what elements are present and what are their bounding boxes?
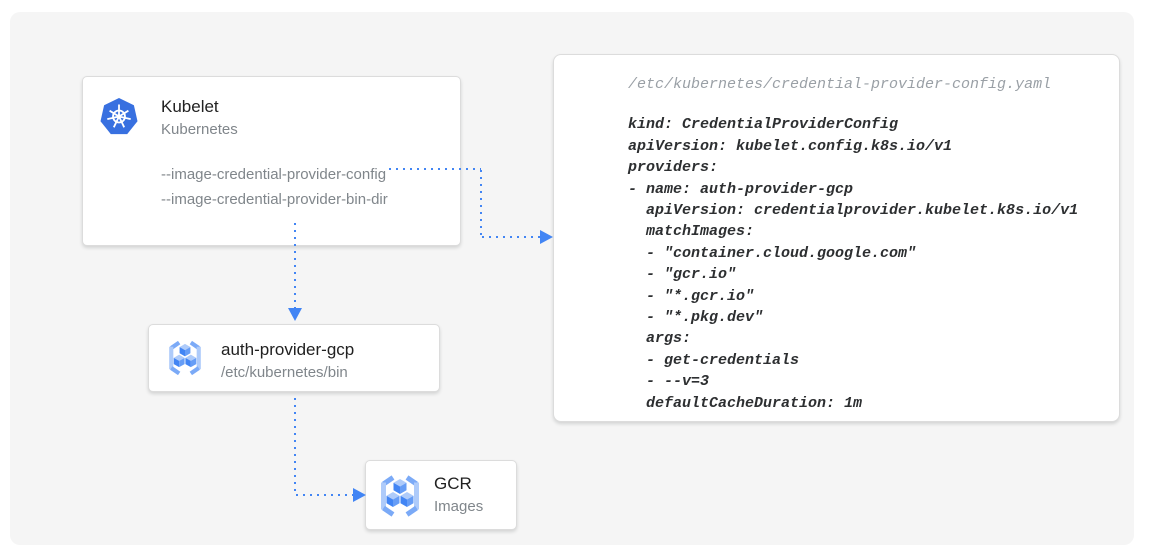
flag-credential-provider-bin-dir: --image-credential-provider-bin-dir	[161, 191, 388, 208]
kubernetes-icon	[99, 97, 139, 137]
connector-auth-to-gcr-seg1	[294, 398, 296, 494]
gcr-subtitle: Images	[434, 498, 484, 515]
auth-provider-subtitle: /etc/kubernetes/bin	[221, 364, 348, 381]
kubelet-title: Kubelet	[161, 97, 219, 116]
kubelet-node: Kubelet Kubernetes --image-credential-pr…	[82, 76, 461, 246]
connector-config-to-yaml-seg3	[482, 236, 540, 238]
connector-config-to-yaml-seg2	[480, 170, 482, 236]
diagram-canvas: Kubelet Kubernetes --image-credential-pr…	[10, 12, 1134, 545]
flag-credential-provider-config: --image-credential-provider-config	[161, 166, 387, 183]
container-registry-icon	[376, 472, 424, 520]
connector-kubelet-to-auth-seg	[294, 223, 296, 308]
auth-provider-title: auth-provider-gcp	[221, 340, 355, 359]
arrowhead-to-auth-icon	[288, 308, 302, 321]
connector-config-to-yaml-seg1	[389, 168, 481, 170]
yaml-file-path: /etc/kubernetes/credential-provider-conf…	[628, 76, 1052, 93]
gcr-node: GCR Images	[365, 460, 517, 530]
yaml-content: kind: CredentialProviderConfig apiVersio…	[628, 116, 1079, 412]
credential-provider-config-panel: /etc/kubernetes/credential-provider-conf…	[553, 54, 1120, 422]
arrowhead-to-gcr-icon	[353, 488, 366, 502]
arrowhead-to-yaml-icon	[540, 230, 553, 244]
kubelet-subtitle: Kubernetes	[161, 121, 238, 138]
connector-auth-to-gcr-seg2	[296, 494, 353, 496]
kubelet-flags: --image-credential-provider-config --ima…	[161, 162, 388, 212]
auth-provider-gcp-node: auth-provider-gcp /etc/kubernetes/bin	[148, 324, 440, 392]
gcr-title: GCR	[434, 474, 472, 493]
container-registry-icon	[165, 338, 205, 378]
